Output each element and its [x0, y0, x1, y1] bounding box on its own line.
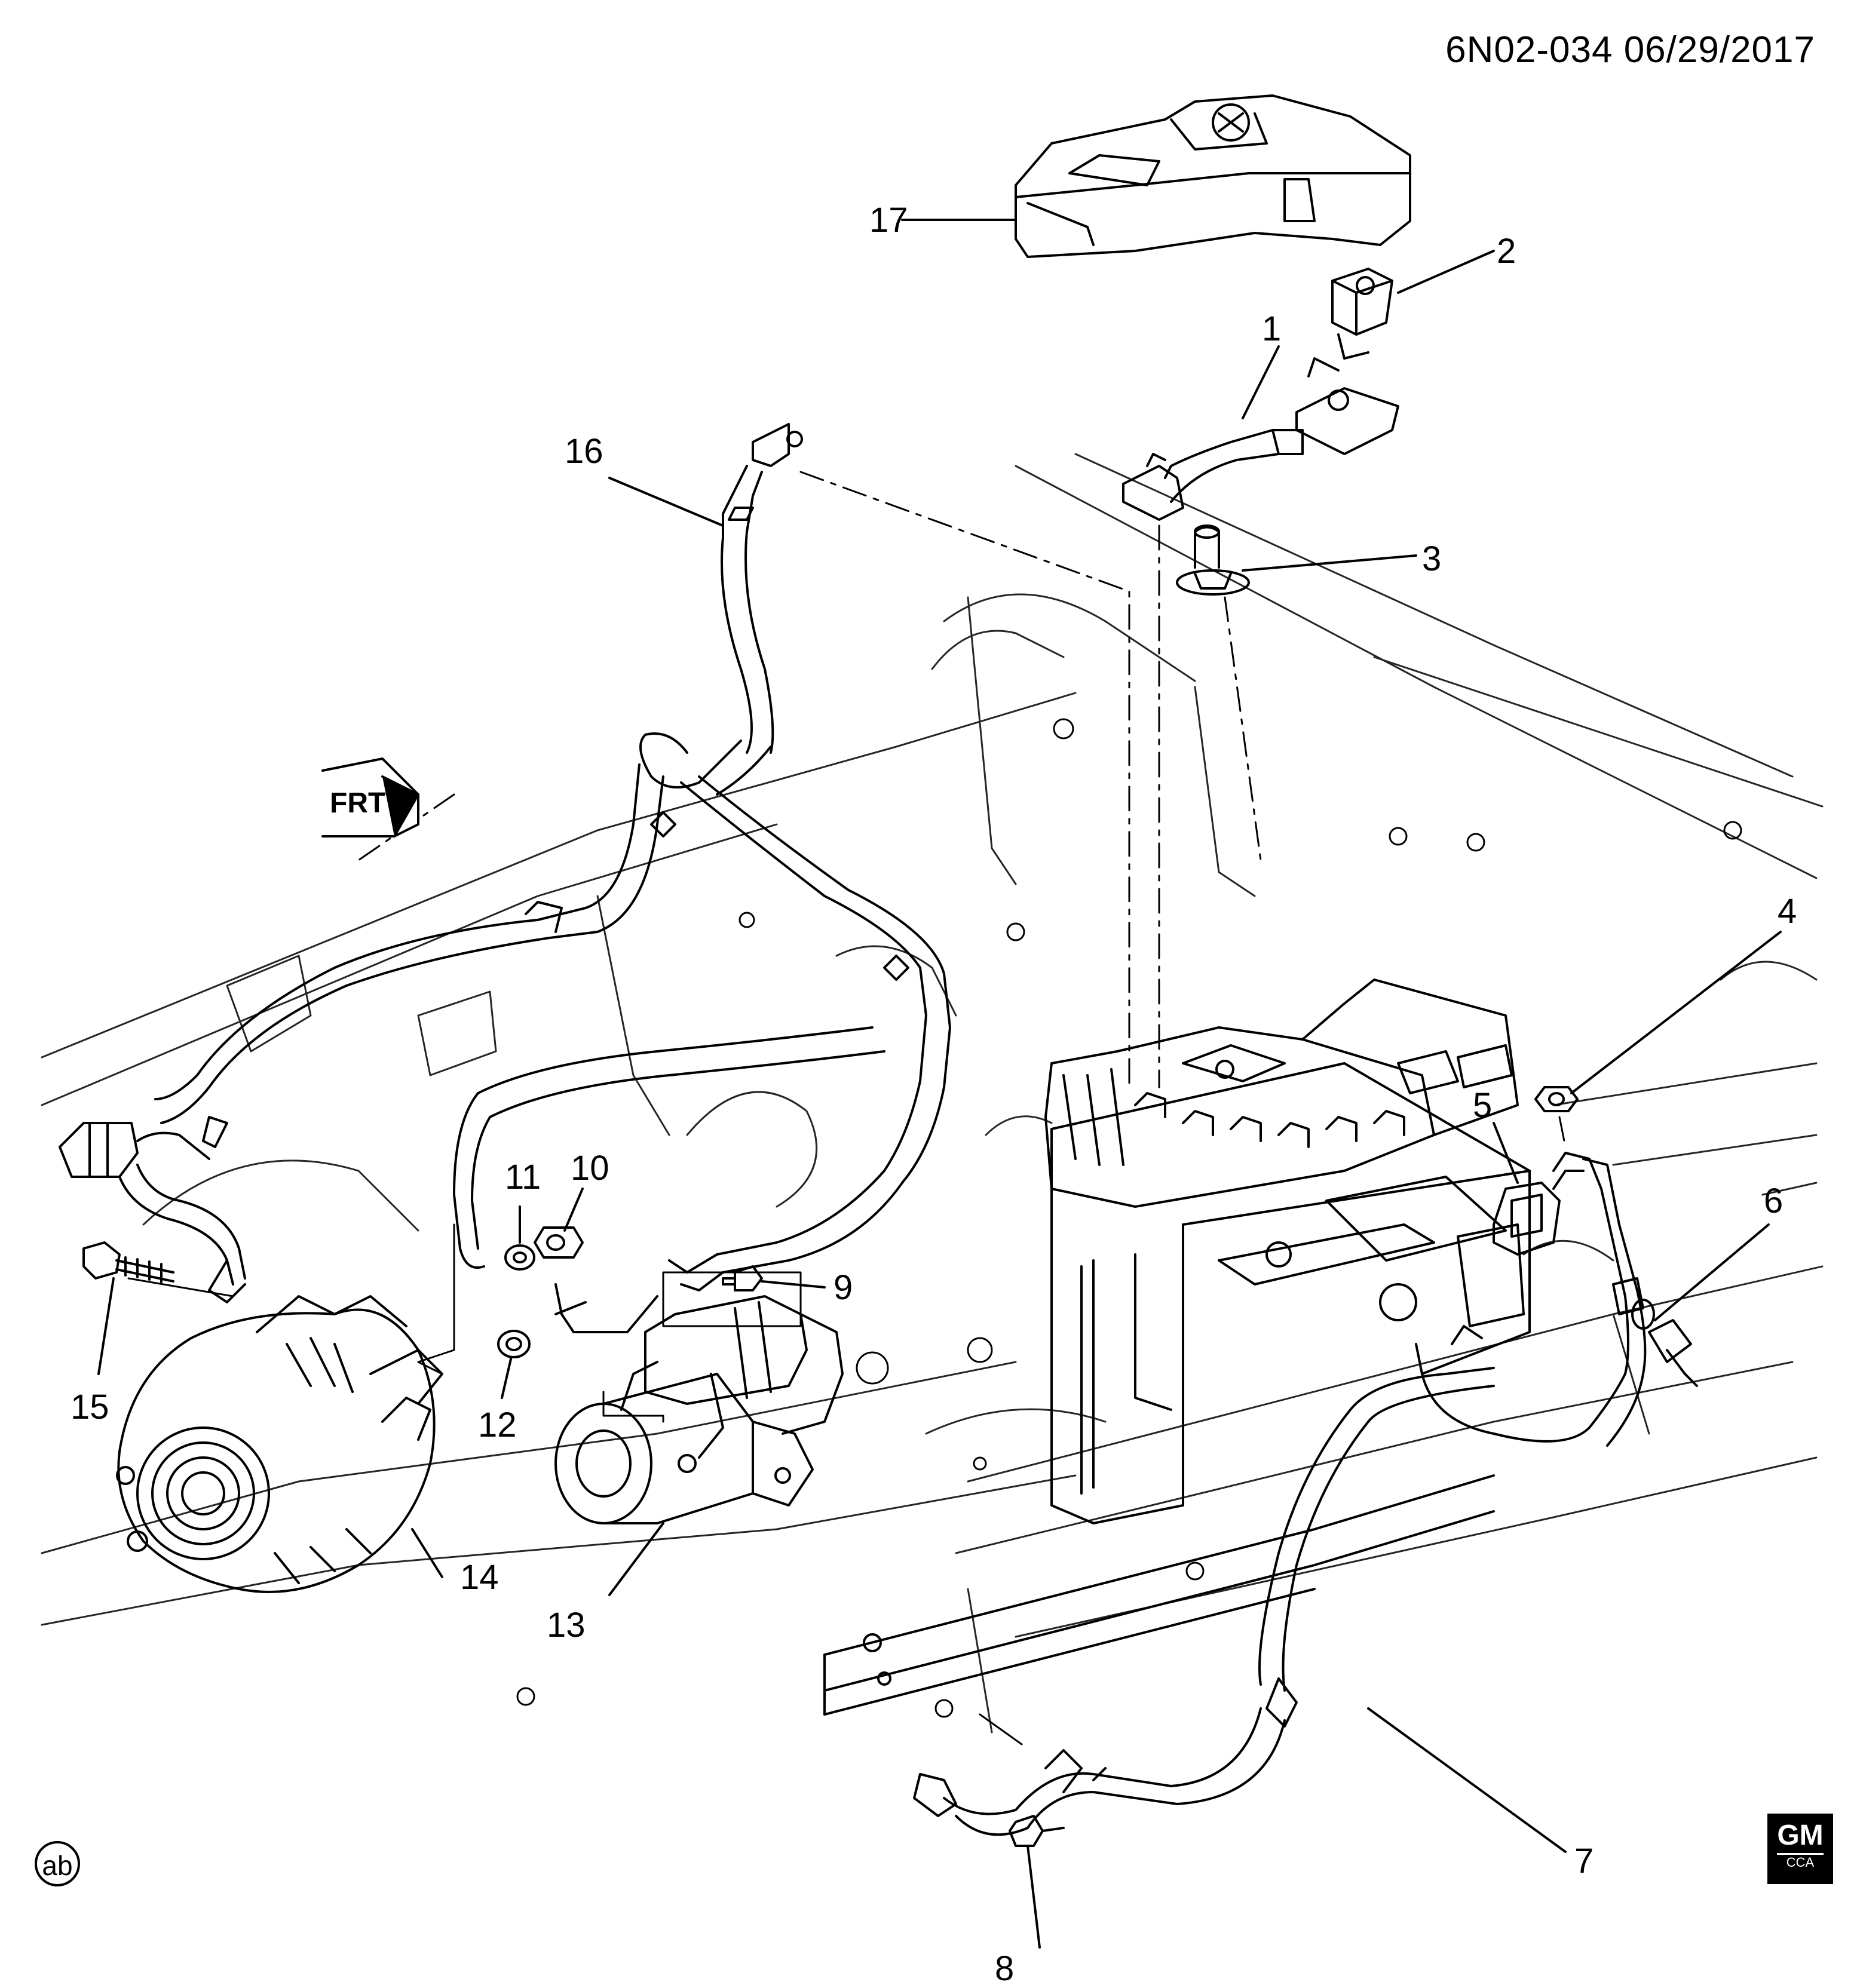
- callout-14: 14: [460, 1558, 499, 1597]
- callout-13: 13: [547, 1606, 586, 1645]
- front-direction-arrow: [321, 757, 419, 837]
- battery-harness: [59, 423, 951, 1333]
- terminal-cap: [1331, 268, 1393, 360]
- hardware-12-nut: [497, 1330, 531, 1358]
- callout-15: 15: [71, 1388, 109, 1426]
- hardware-8-bolt: [1009, 1815, 1065, 1847]
- callout-6: 6: [1764, 1182, 1783, 1220]
- callout-11: 11: [505, 1158, 541, 1197]
- vehicle-body-outline: [41, 453, 1824, 1734]
- negative-cable: [913, 1152, 1698, 1836]
- leader-lines-solid: [127, 1223, 1023, 1745]
- alternator: [116, 1295, 443, 1593]
- callout-10: 10: [571, 1149, 609, 1188]
- fusible-link: [1493, 1170, 1585, 1256]
- gm-logo-subtext: CCA: [1786, 1855, 1815, 1870]
- hardware-4-nut: [1534, 1086, 1579, 1112]
- callout-7: 7: [1574, 1842, 1594, 1880]
- gm-logo: GM CCA: [1767, 1814, 1833, 1884]
- hardware-11-washer: [504, 1244, 535, 1271]
- callout-numbers: 17 2 1 3 16 4 5 6 7 8 9 10 11 12 13 14 1…: [71, 201, 1797, 1988]
- ground-stud: [1176, 524, 1250, 596]
- hardware-15-bolt: [82, 1241, 174, 1283]
- hardware-6-grommet: [1631, 1299, 1655, 1330]
- frame-rail: [823, 1474, 1495, 1716]
- callout-12: 12: [478, 1406, 517, 1444]
- view-reference-badge: ab: [35, 1841, 80, 1886]
- fuse-block-cover: [1015, 94, 1411, 258]
- starter-motor: [554, 1295, 844, 1524]
- front-direction-label: FRT: [330, 787, 385, 819]
- callout-8: 8: [995, 1949, 1014, 1988]
- positive-cable: [1122, 357, 1399, 521]
- hardware-10-nut: [534, 1226, 584, 1259]
- leader-lines: [357, 471, 1567, 1148]
- callout-leaders: [97, 219, 1782, 1949]
- callout-5: 5: [1473, 1086, 1492, 1125]
- hardware-9-bolt: [722, 1265, 763, 1291]
- battery: [1050, 1062, 1531, 1524]
- callout-3: 3: [1422, 539, 1441, 578]
- gm-logo-text: GM: [1777, 1820, 1824, 1851]
- callout-1: 1: [1262, 309, 1281, 348]
- callout-16: 16: [565, 432, 603, 471]
- callout-4: 4: [1778, 892, 1797, 931]
- callout-9: 9: [833, 1268, 853, 1307]
- callout-17: 17: [869, 201, 908, 240]
- background-fasteners: [516, 718, 1742, 1718]
- diagram-id-date: 6N02-034 06/29/2017: [1445, 29, 1815, 70]
- fuse-block: [1044, 978, 1519, 1208]
- gm-logo-divider: [1777, 1853, 1824, 1855]
- callout-2: 2: [1497, 232, 1516, 271]
